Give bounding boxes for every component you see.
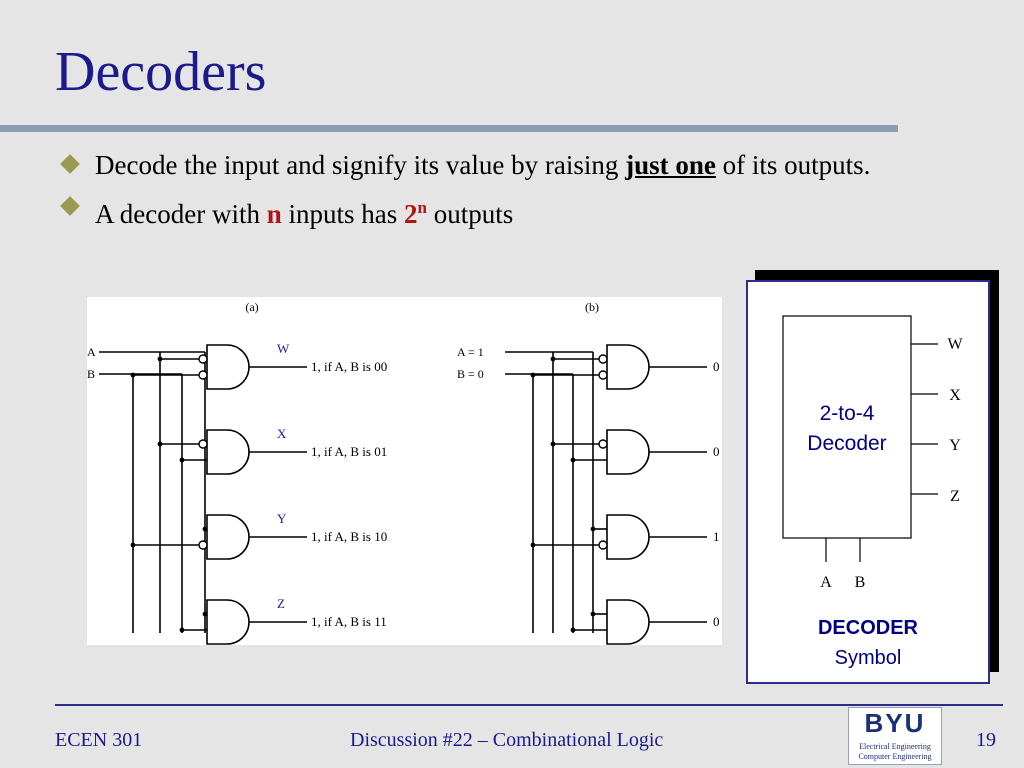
part-a-output-name-3: Z bbox=[277, 596, 285, 611]
byu-logo-line-1: Electrical Engineering bbox=[859, 742, 931, 751]
part_a-and-gate-3 bbox=[206, 599, 250, 645]
part_b-input-a-label: A = 1 bbox=[457, 345, 484, 359]
part_b-junction-dot bbox=[590, 611, 596, 617]
decoder-input-b-label: B bbox=[855, 574, 866, 591]
part_a-inverter-bubble bbox=[198, 439, 208, 449]
part_b-junction-dot bbox=[530, 542, 536, 548]
footer-divider bbox=[55, 704, 1003, 706]
part_a-junction-dot bbox=[179, 627, 185, 633]
part_b-inverter-bubble bbox=[598, 540, 608, 550]
byu-logo-line-2: Computer Engineering bbox=[858, 752, 932, 761]
decoder-box-line-1: 2-to-4 bbox=[820, 402, 875, 425]
bullet-2-mid: inputs has bbox=[281, 199, 404, 229]
byu-logo-word: BYU bbox=[864, 708, 926, 738]
part-b-label: (b) bbox=[585, 300, 599, 314]
part_b-junction-dot bbox=[530, 372, 536, 378]
part-a-output-name-2: Y bbox=[277, 511, 287, 526]
part_a-and-gate-0 bbox=[206, 344, 250, 390]
part_a-inverter-bubble bbox=[198, 540, 208, 550]
bullet-list: Decode the input and signify its value b… bbox=[58, 150, 988, 241]
part_b-and-gate-1 bbox=[606, 429, 650, 475]
decoder-output-x-label: X bbox=[949, 387, 961, 404]
part-a-output-text-3: 1, if A, B is 11 bbox=[311, 614, 387, 629]
part-b-output-value-2: 1 bbox=[713, 529, 720, 544]
part_b-and-gate-2 bbox=[606, 514, 650, 560]
part_a-and-gate-1 bbox=[206, 429, 250, 475]
decoder-symbol-panel: W X Y Z A B 2-to-4 Decoder DECODER Symbo… bbox=[746, 280, 990, 684]
part_b-inverter-bubble bbox=[598, 439, 608, 449]
title-divider bbox=[0, 125, 898, 132]
part-a-output-text-1: 1, if A, B is 01 bbox=[311, 444, 387, 459]
footer-course: ECEN 301 bbox=[55, 729, 143, 751]
part_b-junction-dot bbox=[590, 526, 596, 532]
part_a-inverter-bubble bbox=[198, 354, 208, 364]
byu-logo-subtitle: Electrical Engineering Computer Engineer… bbox=[849, 742, 941, 762]
part_b-junction-dot bbox=[570, 457, 576, 463]
part_a-and-gate-2 bbox=[206, 514, 250, 560]
bullet-2-text: A decoder with bbox=[95, 199, 267, 229]
decoder-box bbox=[782, 315, 912, 539]
part-a-output-text-0: 1, if A, B is 00 bbox=[311, 359, 387, 374]
part-b-output-value-1: 0 bbox=[713, 444, 720, 459]
part_b-and-gate-0 bbox=[606, 344, 650, 390]
bullet-2-exponent: n bbox=[417, 198, 427, 217]
decoder-caption-title: DECODER bbox=[817, 617, 918, 639]
part-a-label: (a) bbox=[245, 300, 258, 314]
decoder-box-line-2: Decoder bbox=[807, 432, 886, 455]
bullet-item-1: Decode the input and signify its value b… bbox=[58, 150, 988, 181]
decoder-symbol-svg: W X Y Z A B 2-to-4 Decoder bbox=[782, 315, 963, 591]
part_b-and-gate-3 bbox=[606, 599, 650, 645]
part_b-junction-dot bbox=[550, 441, 556, 447]
part_b-junction-dot bbox=[550, 356, 556, 362]
circuit-svg: (a) AB W 1, if A, B is 00 X 1, if A, B is 01 Y… bbox=[87, 300, 720, 645]
bullet-item-2: A decoder with n inputs has 2n outputs bbox=[58, 192, 988, 230]
part-a-output-name-1: X bbox=[277, 426, 287, 441]
part_a-inverter-bubble bbox=[198, 370, 208, 380]
part-b-output-value-0: 0 bbox=[713, 359, 720, 374]
byu-logo: BYU Electrical Engineering Computer Engi… bbox=[848, 707, 942, 765]
decoder-output-w-label: W bbox=[947, 336, 963, 353]
part_a-junction-dot bbox=[130, 542, 136, 548]
part-a-output-text-2: 1, if A, B is 10 bbox=[311, 529, 387, 544]
part_b-junction-dot bbox=[570, 627, 576, 633]
decoder-output-y-label: Y bbox=[949, 437, 961, 454]
slide-title: Decoders bbox=[55, 41, 267, 103]
part-b-output-value-3: 0 bbox=[713, 614, 720, 629]
bullet-2-n: n bbox=[266, 199, 282, 229]
part_a-junction-dot bbox=[157, 356, 163, 362]
part_b-inverter-bubble bbox=[598, 354, 608, 364]
bullet-2-end: outputs bbox=[426, 199, 514, 229]
part_b-inverter-bubble bbox=[598, 370, 608, 380]
decoder-input-a-label: A bbox=[820, 574, 832, 591]
part_a-junction-dot bbox=[157, 441, 163, 447]
diamond-bullet-icon bbox=[60, 154, 80, 174]
part_b-input-b-label: B = 0 bbox=[457, 367, 484, 381]
decoder-output-z-label: Z bbox=[950, 488, 960, 505]
part-a-output-name-0: W bbox=[277, 341, 290, 356]
bullet-1-text: Decode the input and signify its value b… bbox=[95, 150, 626, 180]
part_a-junction-dot bbox=[130, 372, 136, 378]
part_a-junction-dot bbox=[179, 457, 185, 463]
bullet-1-text-end: of its outputs. bbox=[715, 150, 871, 180]
diamond-bullet-icon bbox=[60, 196, 80, 216]
footer-page-number: 19 bbox=[976, 729, 996, 751]
decoder-caption-subtitle: Symbol bbox=[834, 647, 902, 669]
part_a-input-a-label: A bbox=[87, 345, 96, 359]
bullet-2-base: 2 bbox=[404, 199, 418, 229]
bullet-1-emphasis: just one bbox=[625, 150, 716, 180]
part_a-input-b-label: B bbox=[87, 367, 95, 381]
footer-topic: Discussion #22 – Combinational Logic bbox=[350, 729, 664, 751]
